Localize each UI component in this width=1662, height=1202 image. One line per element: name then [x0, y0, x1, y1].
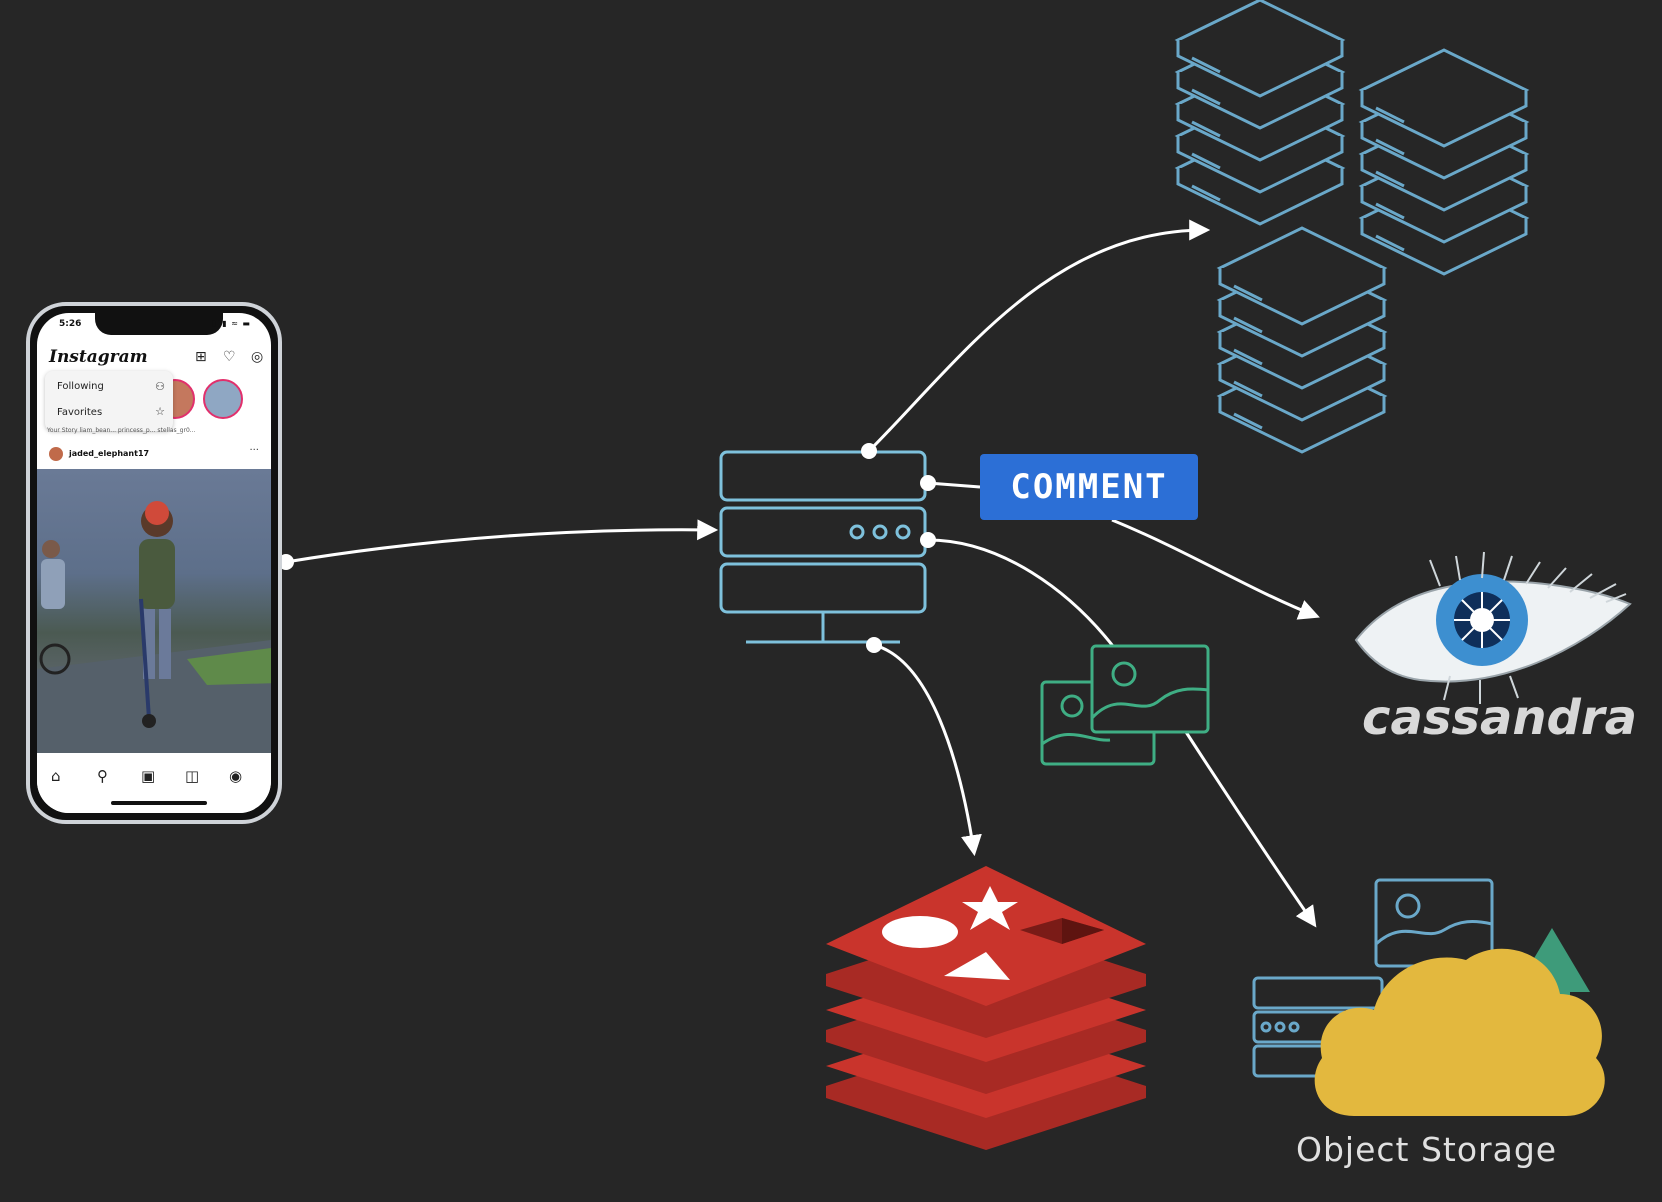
db-stack-3 — [1218, 226, 1386, 454]
photo-scene — [37, 501, 271, 767]
arrow-server-to-images — [927, 538, 1118, 651]
phone-screen: 5:26 ▮▮▮ ≈ ▬ Instagram ⊞ ♡ ◎ Following ⚇… — [37, 313, 271, 813]
new-post-icon[interactable]: ⊞ — [195, 349, 207, 365]
arrow-dots — [278, 443, 936, 653]
person-icon: ⚇ — [155, 380, 165, 393]
db-stack-1 — [1176, 0, 1344, 226]
post-photo — [37, 469, 271, 767]
comment-badge: COMMENT — [980, 454, 1198, 520]
arrows — [285, 219, 1320, 928]
menu-item-following[interactable]: Following — [57, 381, 104, 392]
star-icon: ☆ — [155, 405, 165, 418]
heart-icon[interactable]: ♡ — [223, 349, 236, 365]
menu-item-favorites[interactable]: Favorites — [57, 407, 103, 418]
cassandra-eye-icon — [1354, 551, 1632, 704]
arrow-server-to-comment — [927, 481, 981, 489]
cassandra-label: cassandra — [1362, 690, 1637, 746]
cloud-icon — [1314, 948, 1605, 1116]
phone-notch — [95, 313, 223, 335]
story-avatar[interactable] — [203, 379, 243, 419]
messenger-icon[interactable]: ◎ — [251, 349, 264, 365]
home-indicator — [111, 801, 207, 805]
avatar[interactable] — [49, 447, 63, 461]
object-storage-icon — [1252, 878, 1605, 1116]
db-stack-2 — [1360, 48, 1528, 276]
app-logo: Instagram — [49, 347, 148, 367]
arrow-server-to-redis — [873, 643, 982, 857]
home-icon[interactable]: ⌂ — [51, 767, 61, 785]
story-labels: Your Story liam_bean... princess_p... st… — [47, 427, 196, 434]
signal-wifi-battery-icon: ▮▮▮ ≈ ▬ — [211, 319, 251, 328]
search-icon[interactable]: ⚲ — [97, 767, 108, 785]
profile-icon[interactable]: ◉ — [229, 767, 243, 785]
image-icon — [1040, 644, 1210, 766]
status-time: 5:26 — [59, 319, 82, 329]
more-icon[interactable]: ··· — [249, 445, 259, 456]
post-username[interactable]: jaded_elephant17 — [69, 449, 150, 458]
server-icon — [719, 450, 927, 644]
arrow-phone-to-server — [285, 519, 719, 564]
object-storage-label: Object Storage — [1296, 1130, 1558, 1169]
arrow-images-to-storage — [1184, 731, 1317, 928]
phone-mockup: 5:26 ▮▮▮ ≈ ▬ Instagram ⊞ ♡ ◎ Following ⚇… — [26, 302, 282, 824]
storage-image-icon — [1374, 878, 1494, 968]
feed-dropdown-menu: Following ⚇ Favorites ☆ — [45, 371, 173, 431]
reels-icon[interactable]: ▣ — [141, 767, 156, 785]
shop-icon[interactable]: ◫ — [185, 767, 200, 785]
arrow-server-to-databases — [867, 219, 1211, 453]
tab-bar: ⌂ ⚲ ▣ ◫ ◉ — [37, 753, 271, 813]
database-cluster-icon — [1176, 0, 1528, 454]
arrow-comment-to-cassandra — [1111, 518, 1320, 620]
redis-icon — [826, 866, 1146, 1150]
